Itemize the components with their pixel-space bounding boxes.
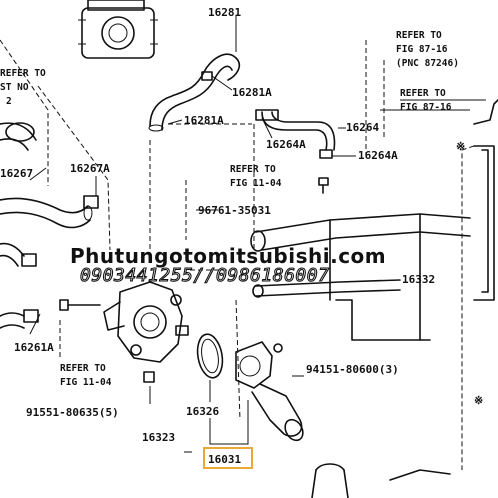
hose-top-left: [0, 122, 37, 151]
ref-fig-11-04-bottom-line1: REFER TO: [60, 363, 106, 374]
label-96761-35031: 96761-35031: [198, 204, 271, 217]
hose-lower-left: [0, 242, 39, 329]
label-16264A-left: 16264A: [266, 138, 306, 151]
leader-lines: [0, 16, 486, 470]
ref-fig-11-04-mid-line1: REFER TO: [230, 164, 276, 175]
hose-16281: [148, 53, 241, 132]
gasket-16326: [196, 333, 224, 379]
hose-16264: [255, 109, 336, 159]
throttle-body: [78, 0, 158, 59]
bolt-fig-11-04: [318, 177, 329, 194]
label-16267A: 16267A: [70, 162, 110, 175]
label-16326: 16326: [186, 405, 219, 418]
label-16281A-top: 16281A: [232, 86, 272, 99]
label-94151-80600: 94151-80600(3): [306, 363, 399, 376]
ref-fig-11-04-bottom-line2: FIG 11-04: [60, 377, 112, 388]
thermostat-inlet-16031: [235, 341, 304, 442]
ref-fig-87-16-a-line2: FIG 87-16: [396, 44, 448, 55]
ref-fig-87-16-b: REFER TO FIG 87-16: [400, 88, 452, 113]
watermark-phones: 0903441255//0986186007: [80, 265, 329, 286]
ref-fig-87-16-b-line1: REFER TO: [400, 88, 446, 99]
ref-fig-87-16-a: REFER TO FIG 87-16 (PNC 87246): [396, 30, 459, 69]
bolt-16261A: [59, 299, 101, 311]
ref-fig-87-16-a-line1: REFER TO: [396, 30, 442, 41]
watermark-site: Phutungotomitsubishi.com: [70, 244, 386, 268]
ref-fig-87-16-b-line2: FIG 87-16: [400, 102, 452, 113]
ref-top-left: REFER TO ST NO 2: [0, 68, 46, 107]
label-91551-80635: 91551-80635(5): [26, 406, 119, 419]
right-bracket: [473, 99, 498, 301]
label-16267: 16267: [0, 167, 33, 180]
ref-top-left-line3: 2: [6, 96, 12, 107]
hose-16267: [0, 195, 99, 229]
label-16281A-mid: 16281A: [184, 114, 224, 127]
ref-fig-11-04-mid: REFER TO FIG 11-04: [230, 164, 282, 189]
label-16332: 16332: [402, 273, 435, 286]
label-16281: 16281: [208, 6, 241, 19]
ref-fig-11-04-bottom: REFER TO FIG 11-04: [60, 363, 112, 388]
label-16264A-right: 16264A: [358, 149, 398, 162]
asterisk-right: ※: [456, 140, 465, 153]
ref-top-left-line2: ST NO: [0, 82, 29, 93]
pipe-bottom: [311, 463, 451, 498]
pipe-16332: [250, 213, 471, 341]
ref-fig-87-16-a-line3: (PNC 87246): [396, 58, 459, 69]
label-16261A: 16261A: [14, 341, 54, 354]
label-16323: 16323: [142, 431, 175, 444]
water-outlet: [103, 281, 189, 383]
asterisk-bottom: ※: [474, 394, 483, 407]
label-16031: 16031: [208, 453, 241, 466]
ref-fig-11-04-mid-line2: FIG 11-04: [230, 178, 282, 189]
ref-top-left-line1: REFER TO: [0, 68, 46, 79]
label-16264: 16264: [346, 121, 379, 134]
highlight-16031: [203, 447, 253, 469]
